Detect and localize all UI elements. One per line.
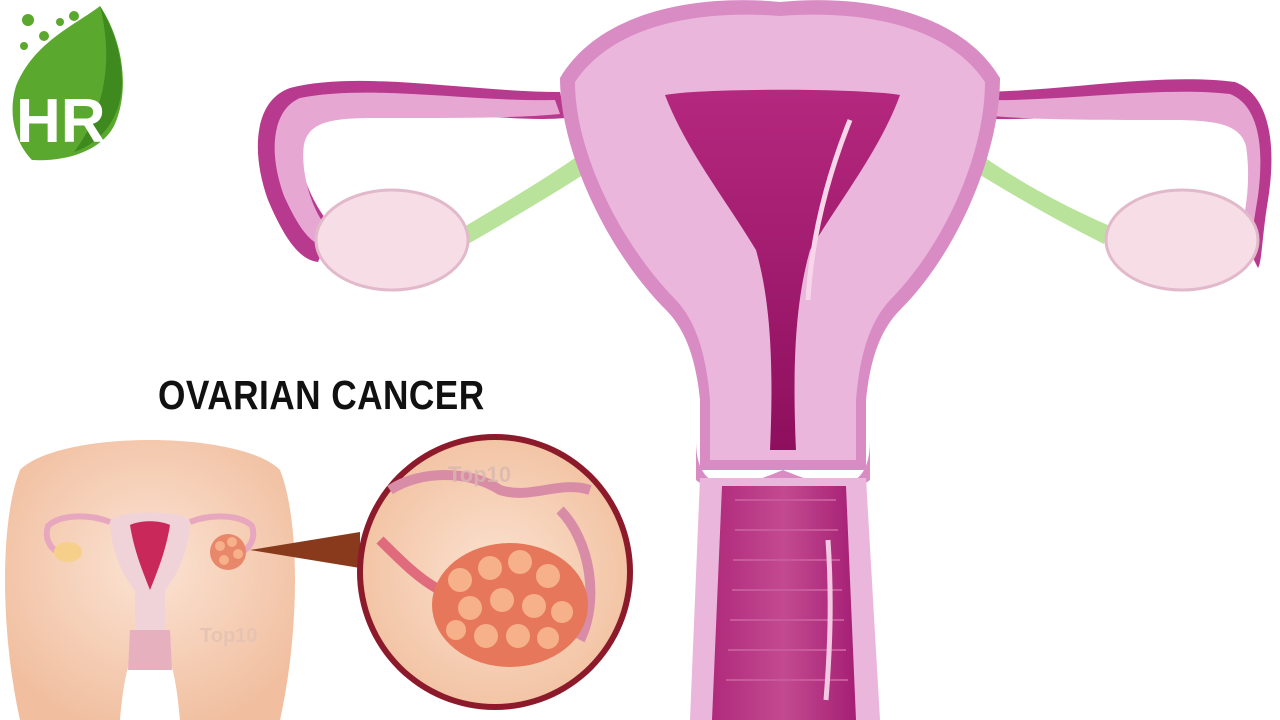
ovarian-cancer-inset: Top10 Top10	[5, 434, 633, 720]
right-ovary	[1104, 188, 1260, 292]
body-silhouette	[5, 440, 295, 720]
magnification-pointer	[250, 532, 360, 568]
logo-text: HR	[16, 87, 106, 156]
magnified-ovary: Top10	[357, 434, 633, 710]
hr-leaf-logo: HR	[12, 6, 123, 161]
vaginal-canal	[690, 478, 880, 720]
left-fallopian-tube	[257, 80, 566, 262]
small-tumor	[210, 534, 246, 570]
watermark-body: Top10	[200, 625, 257, 647]
watermark-magnified: Top10	[448, 462, 511, 487]
ovarian-cancer-title: OVARIAN CANCER	[158, 372, 485, 418]
large-tumor	[432, 543, 588, 667]
left-ovarian-ligament	[462, 140, 612, 244]
left-ovary	[314, 188, 470, 292]
uterus-body	[560, 0, 1000, 499]
right-ovarian-ligament	[950, 140, 1110, 244]
